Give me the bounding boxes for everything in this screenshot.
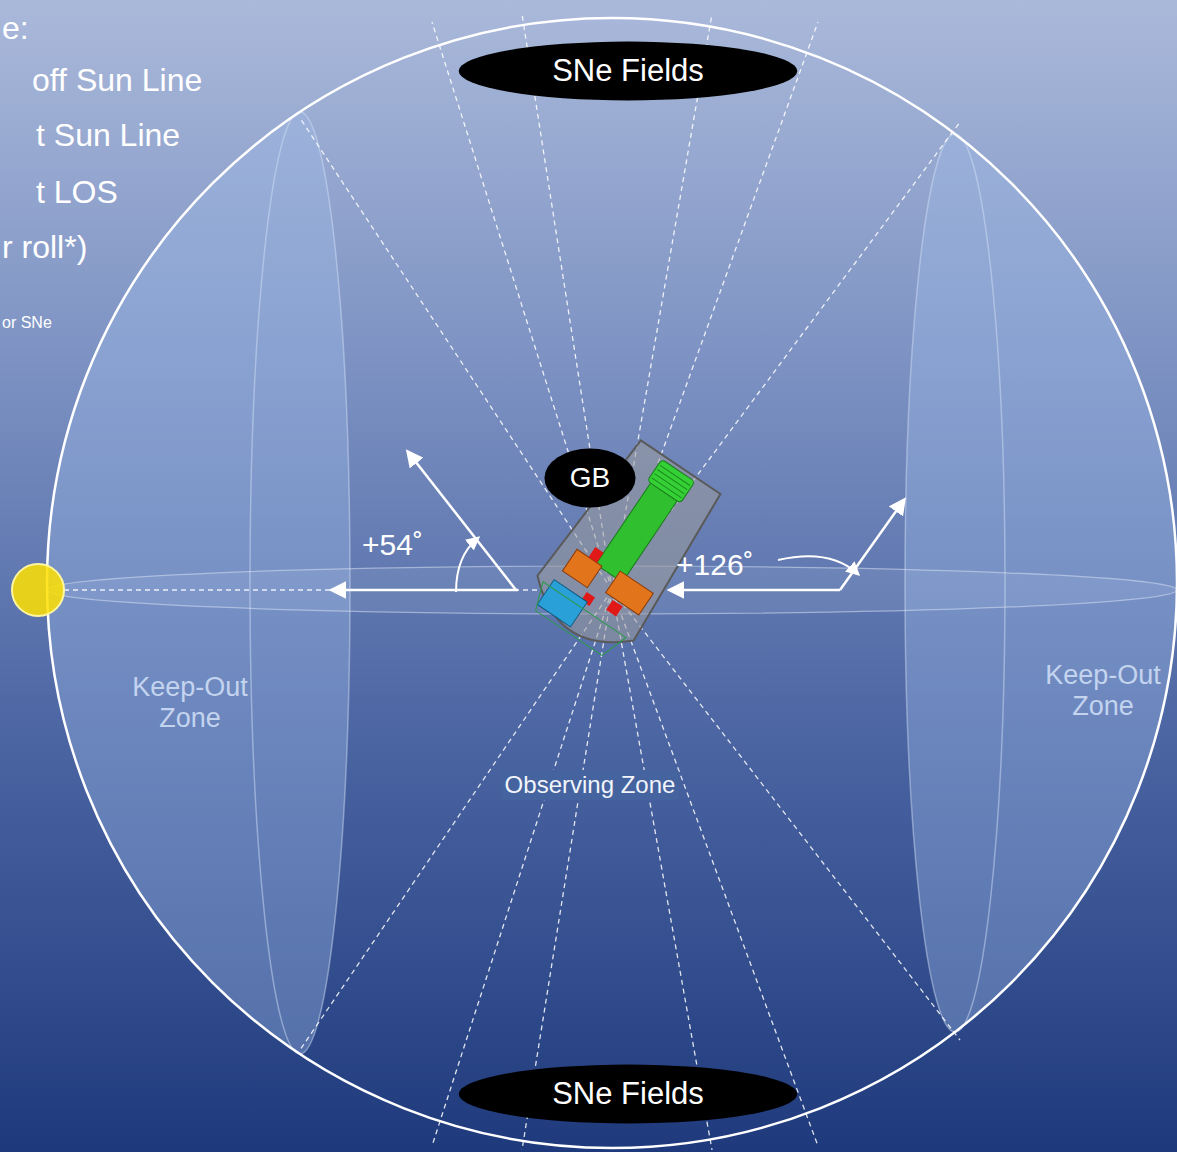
zone-label: Observing Zone — [501, 770, 680, 800]
zone-label: Keep-Out Zone — [115, 672, 265, 734]
angle-label: +54˚ — [362, 528, 423, 563]
celestial-sphere — [47, 18, 1177, 1148]
zone-label: Keep-Out Zone — [1033, 660, 1173, 722]
sun — [12, 564, 64, 616]
legend-note: r roll*) — [2, 229, 87, 266]
legend-note: t LOS — [36, 174, 118, 211]
field-ellipse: SNe Fields — [457, 41, 799, 101]
node-label: SNe Fields — [552, 1076, 704, 1112]
region-ellipse: GB — [544, 448, 636, 508]
footnote: or SNe — [2, 314, 52, 332]
field-ellipse: SNe Fields — [457, 1064, 799, 1124]
field-boundary-lines — [64, 14, 960, 1150]
node-label: GB — [570, 462, 610, 494]
angle-label: +126˚ — [676, 548, 754, 583]
legend-note: e: — [2, 10, 29, 47]
legend-note: t Sun Line — [36, 117, 180, 154]
legend-note: off Sun Line — [32, 62, 202, 99]
node-label: SNe Fields — [552, 53, 704, 89]
